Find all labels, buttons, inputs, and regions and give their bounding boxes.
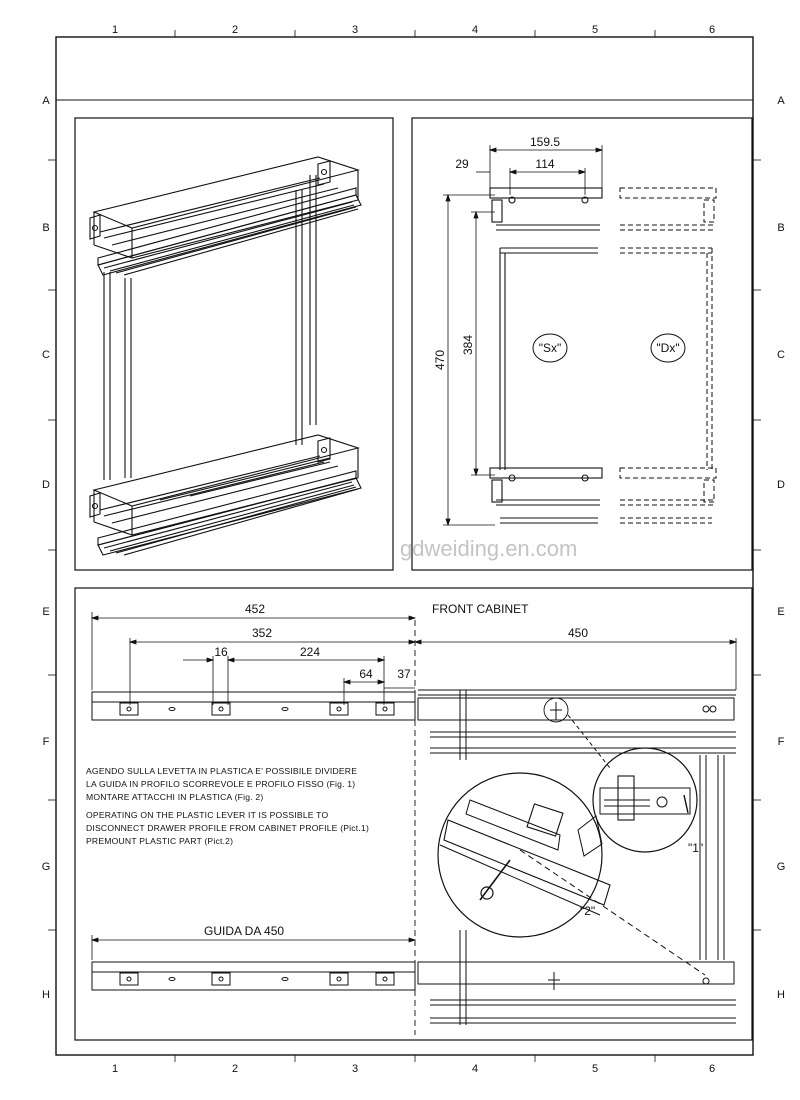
watermark: gdweiding.en.com bbox=[400, 536, 577, 561]
row-label-b: B bbox=[42, 222, 49, 234]
dim-470: 470 bbox=[433, 350, 447, 370]
grid-labels: 1 2 3 4 5 6 1 2 3 4 5 6 A B C D E F G H … bbox=[42, 24, 786, 1075]
col-label-2: 2 bbox=[232, 24, 238, 36]
col-label-3-bottom: 3 bbox=[352, 1063, 358, 1075]
dim-114: 114 bbox=[535, 157, 554, 171]
note-en-line-2: DISCONNECT DRAWER PROFILE FROM CABINET P… bbox=[86, 823, 369, 833]
col-label-3: 3 bbox=[352, 24, 358, 36]
row-label-e-right: E bbox=[777, 606, 784, 618]
dim-224: 224 bbox=[300, 645, 320, 659]
col-label-4-bottom: 4 bbox=[472, 1063, 478, 1075]
upper-shelf bbox=[89, 156, 362, 276]
callout-2: "2" bbox=[580, 904, 595, 918]
left-basket-sx bbox=[489, 187, 603, 524]
row-label-f-right: F bbox=[778, 736, 785, 748]
front-dimension-view: 159.5 29 114 470 384 bbox=[400, 117, 753, 571]
col-label-6-bottom: 6 bbox=[709, 1063, 715, 1075]
note-it-line-2: LA GUIDA IN PROFILO SCORREVOLE E PROFILO… bbox=[86, 779, 355, 789]
row-label-h: H bbox=[42, 989, 50, 1001]
lower-rail bbox=[91, 961, 416, 991]
note-en-line-3: PREMOUNT PLASTIC PART (Pict.2) bbox=[86, 836, 233, 846]
row-label-d-right: D bbox=[777, 479, 785, 491]
note-it-line-3: MONTARE ATTACCHI IN PLASTICA (Fig. 2) bbox=[86, 792, 263, 802]
dimension-lines bbox=[443, 145, 604, 527]
col-label-5: 5 bbox=[592, 24, 598, 36]
row-label-b-right: B bbox=[777, 222, 784, 234]
dim-159-5: 159.5 bbox=[530, 135, 560, 149]
drawing-frame bbox=[48, 30, 761, 1062]
dim-64: 64 bbox=[359, 667, 373, 681]
detail-circle-2 bbox=[437, 772, 611, 938]
col-label-1-bottom: 1 bbox=[112, 1063, 118, 1075]
col-label-2-bottom: 2 bbox=[232, 1063, 238, 1075]
rail-installation-view: 452 352 16 224 64 37 450 FRONT CABINET G… bbox=[74, 587, 753, 1041]
isometric-basket-view bbox=[74, 117, 394, 571]
installation-notes: AGENDO SULLA LEVETTA IN PLASTICA E' POSS… bbox=[86, 766, 703, 918]
row-label-d: D bbox=[42, 479, 50, 491]
row-label-a: A bbox=[42, 95, 50, 107]
front-cabinet-label: FRONT CABINET bbox=[432, 602, 529, 616]
installed-basket-side bbox=[417, 689, 736, 1025]
lower-shelf bbox=[89, 434, 362, 556]
row-label-h-right: H bbox=[777, 989, 785, 1001]
right-basket-dx bbox=[619, 187, 717, 524]
col-label-1: 1 bbox=[112, 24, 118, 36]
col-label-5-bottom: 5 bbox=[592, 1063, 598, 1075]
dim-37: 37 bbox=[397, 667, 411, 681]
dim-29: 29 bbox=[455, 157, 469, 171]
callout-1: "1" bbox=[688, 841, 703, 855]
label-sx: "Sx" bbox=[539, 341, 562, 355]
rail-dimension-lines bbox=[90, 612, 738, 960]
detail-circle-1 bbox=[592, 747, 698, 853]
dim-352: 352 bbox=[252, 626, 272, 640]
col-label-6: 6 bbox=[709, 24, 715, 36]
row-label-c: C bbox=[42, 349, 50, 361]
row-label-a-right: A bbox=[777, 95, 785, 107]
col-label-4: 4 bbox=[472, 24, 478, 36]
dim-450: 450 bbox=[568, 626, 588, 640]
row-label-g: G bbox=[42, 861, 51, 873]
row-label-e: E bbox=[42, 606, 49, 618]
dim-384: 384 bbox=[461, 335, 475, 355]
dim-16: 16 bbox=[214, 645, 228, 659]
row-label-c-right: C bbox=[777, 349, 785, 361]
row-label-f: F bbox=[43, 736, 50, 748]
dim-452: 452 bbox=[245, 602, 265, 616]
note-it-line-1: AGENDO SULLA LEVETTA IN PLASTICA E' POSS… bbox=[86, 766, 357, 776]
guide-title: GUIDA DA 450 bbox=[204, 924, 284, 938]
row-label-g-right: G bbox=[777, 861, 786, 873]
upper-rail bbox=[91, 691, 416, 721]
note-en-line-1: OPERATING ON THE PLASTIC LEVER IT IS POS… bbox=[86, 810, 328, 820]
label-dx: "Dx" bbox=[656, 341, 679, 355]
